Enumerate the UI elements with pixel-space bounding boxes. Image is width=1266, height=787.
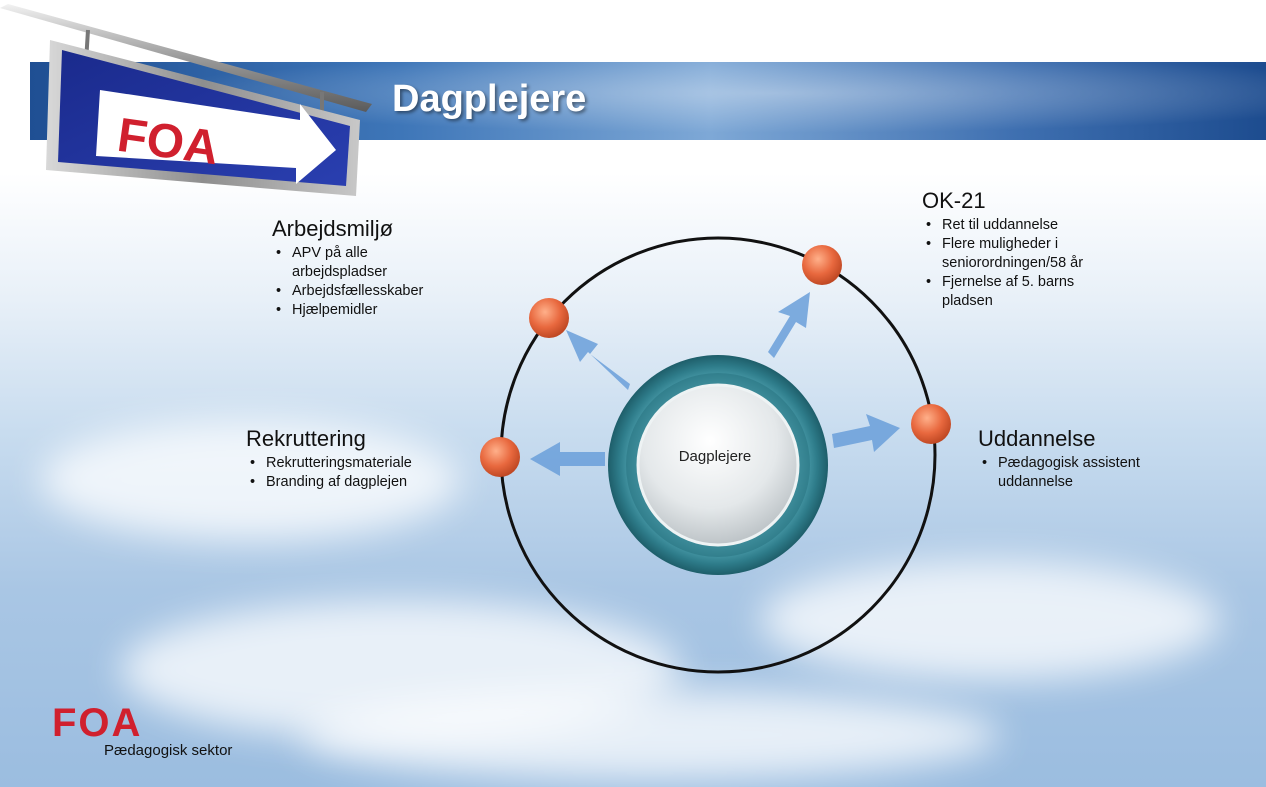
block-arbejdsmiljo: Arbejdsmiljø APV på alle arbejdspladser … bbox=[272, 216, 512, 320]
bullet: APV på alle arbejdspladser bbox=[276, 244, 442, 282]
bullet: Rekrutteringsmateriale bbox=[250, 454, 486, 473]
bullet: Pædagogisk assistent uddannelse bbox=[982, 454, 1198, 492]
foa-sign-logo: FOA bbox=[0, 4, 372, 196]
cloud bbox=[300, 690, 1000, 780]
bullet: Fjernelse af 5. barns pladsen bbox=[926, 273, 1122, 311]
node-ok21 bbox=[802, 245, 842, 285]
cloud bbox=[760, 560, 1220, 680]
block-uddannelse: Uddannelse Pædagogisk assistent uddannel… bbox=[978, 426, 1218, 492]
block-rekruttering: Rekruttering Rekrutteringsmateriale Bran… bbox=[246, 426, 486, 492]
bullet: Branding af dagplejen bbox=[250, 473, 486, 492]
block-ok21: OK-21 Ret til uddannelse Flere mulighede… bbox=[922, 188, 1182, 311]
node-uddannelse bbox=[911, 404, 951, 444]
arrow-up-right bbox=[768, 292, 810, 358]
node-arbejdsmiljo bbox=[529, 298, 569, 338]
center-label: Dagplejere bbox=[678, 448, 752, 465]
arrow-left bbox=[530, 442, 605, 476]
page-title: Dagplejere bbox=[392, 78, 587, 120]
footer-logo-text: FOA bbox=[52, 702, 142, 742]
arrow-right bbox=[832, 414, 900, 452]
heading-uddannelse: Uddannelse bbox=[978, 426, 1096, 451]
bullet: Ret til uddannelse bbox=[926, 216, 1122, 235]
node-rekruttering bbox=[480, 437, 520, 477]
heading-rekruttering: Rekruttering bbox=[246, 426, 366, 451]
center-hub bbox=[636, 383, 800, 547]
heading-arbejdsmiljo: Arbejdsmiljø bbox=[272, 216, 394, 241]
footer-subtitle: Pædagogisk sektor bbox=[104, 742, 233, 759]
bullet: Flere muligheder i seniorordningen/58 år bbox=[926, 235, 1122, 273]
bullet: Arbejdsfællesskaber bbox=[276, 282, 442, 301]
heading-ok21: OK-21 bbox=[922, 188, 986, 213]
foa-footer-logo: FOA bbox=[52, 702, 142, 742]
arrow-up-left bbox=[566, 330, 630, 390]
bullet: Hjælpemidler bbox=[276, 301, 442, 320]
